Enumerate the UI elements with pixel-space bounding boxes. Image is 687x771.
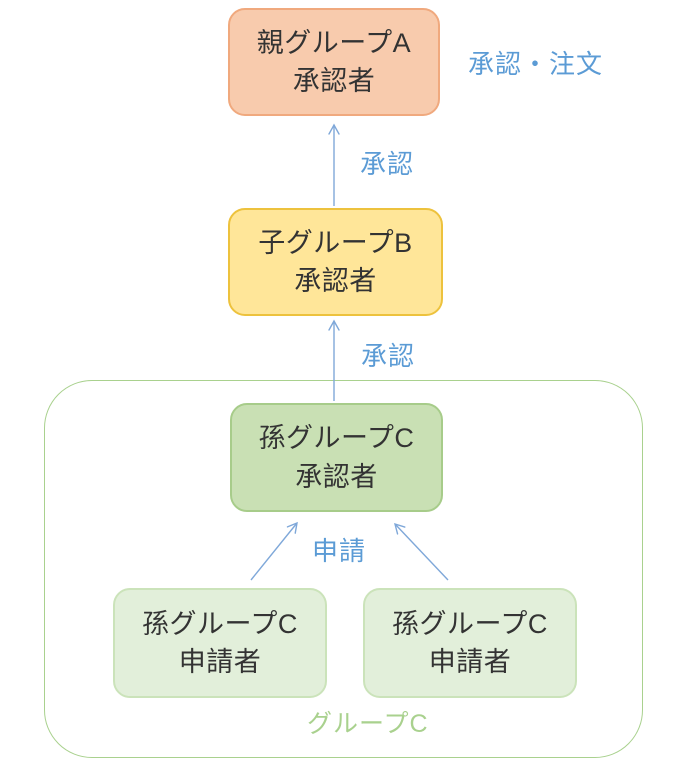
edge-label-approve-b-to-a: 承認 [360, 149, 415, 179]
node-grandchild-group-c-approver-line1: 孫グループC [258, 423, 415, 454]
edge-label-approve-c-to-b: 承認 [361, 341, 416, 371]
node-parent-group-a: 親グループA 承認者 [228, 8, 440, 116]
arrow-left-applicant-to-c [250, 521, 298, 581]
group-c-label: グループC [307, 710, 429, 738]
node-applicant-right: 孫グループC 申請者 [363, 588, 577, 698]
node-grandchild-group-c-approver-line2: 承認者 [295, 461, 378, 492]
node-child-group-b-line1: 子グループB [258, 227, 413, 258]
node-child-group-b: 子グループB 承認者 [228, 208, 443, 316]
edge-label-apply: 申請 [312, 536, 367, 566]
node-applicant-left-line2: 申請者 [178, 647, 262, 677]
node-parent-group-a-line2: 承認者 [292, 66, 376, 96]
node-applicant-right-line1: 孫グループC [392, 608, 548, 639]
node-applicant-left-line1: 孫グループC [142, 608, 298, 639]
node-applicant-right-line2: 申請者 [428, 647, 512, 677]
group-c-container [44, 380, 643, 758]
annotation-approve-order: 承認・注文 [468, 49, 604, 79]
node-child-group-b-line2: 承認者 [294, 266, 377, 296]
node-grandchild-group-c-approver: 孫グループC 承認者 [230, 403, 443, 512]
node-applicant-left: 孫グループC 申請者 [113, 588, 327, 698]
arrow-right-applicant-to-c [394, 522, 449, 581]
node-parent-group-a-line1: 親グループA [256, 27, 412, 58]
